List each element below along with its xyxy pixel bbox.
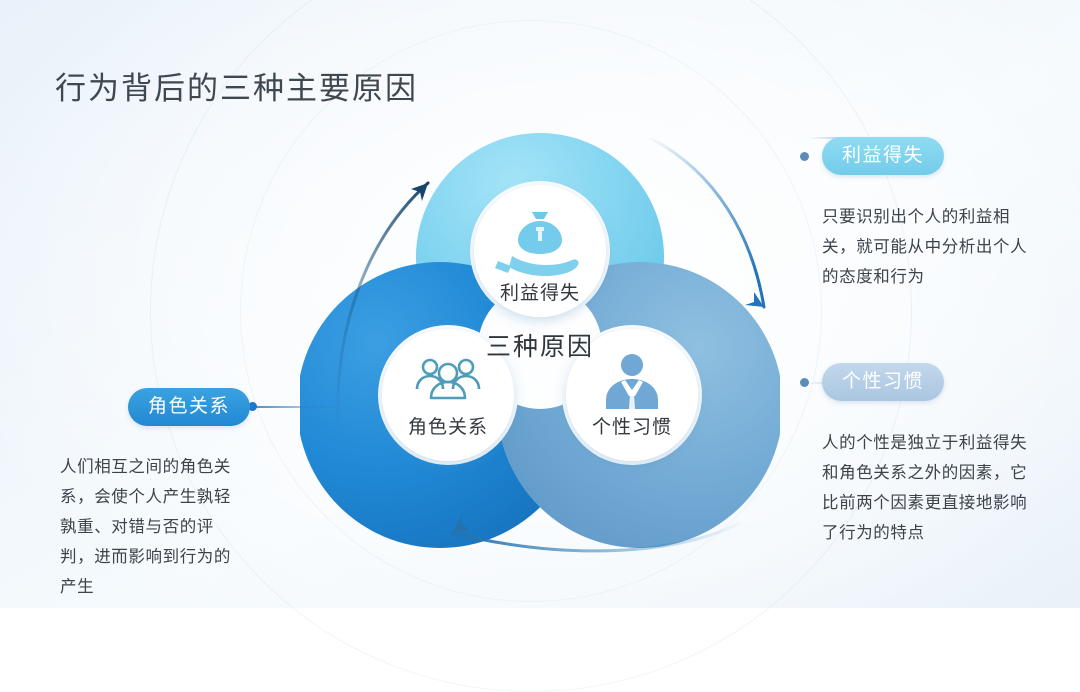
background-arc-small [240,20,822,602]
connector-dot-habit [800,378,809,387]
page-title: 行为背后的三种主要原因 [55,70,418,106]
money-bag-in-hand-icon [495,212,579,276]
arrow-upper-right [650,137,766,309]
venn-label-benefit: 利益得失 [500,282,580,304]
callout-description-role: 人们相互之间的角色关系，会使个人产生孰轻孰重、对错与否的评判，进而影响到行为的产… [60,457,231,596]
venn-center-label: 三种原因 [486,333,594,361]
callout-pill-role[interactable]: 角色关系 [128,388,251,426]
venn-label-role: 角色关系 [408,416,488,438]
callout-description-habit: 人的个性是独立于利益得失和角色关系之外的因素，它比前两个因素更直接地影响了行为的… [822,433,1028,542]
venn-lobe-role[interactable]: 角色关系 [382,329,514,461]
venn-lobe-benefit[interactable]: 利益得失 [474,185,606,317]
callout-pill-benefit[interactable]: 利益得失 [822,137,945,175]
arrow-bottom [450,515,742,553]
business-person-icon [606,354,658,409]
venn-lobe-habit[interactable]: 个性习惯 [566,329,698,461]
connector-line-role [252,406,347,408]
arrow-upper-left [336,181,430,427]
callout-description-benefit: 只要识别出个人的利益相关，就可能从中分析出个人的态度和行为 [822,207,1028,286]
callout-pill-habit[interactable]: 个性习惯 [822,363,945,401]
connector-dot-benefit [800,152,809,161]
three-reasons-venn-diagram: 利益得失 角色关系 个性习惯 三种原因 [300,133,780,553]
people-group-icon [415,358,481,400]
venn-label-habit: 个性习惯 [592,416,672,438]
connector-dot-role [248,402,257,411]
